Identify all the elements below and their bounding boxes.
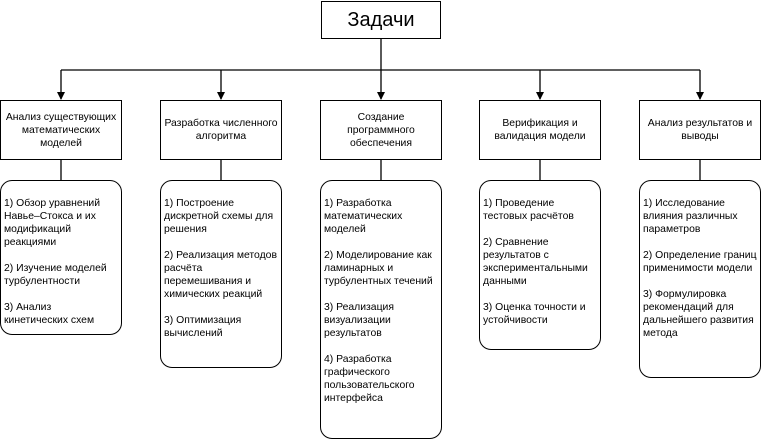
branch-1-item-3: 3) Анализ кинетических схем (4, 302, 95, 326)
branch-2-title: Разработка численного алгоритма (164, 118, 278, 142)
branch-5-header: Анализ результатов и выводы (639, 100, 761, 160)
branch-5-item-2: 2) Определение границ применимости модел… (643, 250, 757, 274)
branch-1-item-2: 2) Изучение моделей турбулентности (4, 263, 107, 287)
branch-2-header: Разработка численного алгоритма (160, 100, 282, 160)
branch-4-item-3: 3) Оценка точности и устойчивости (483, 302, 586, 326)
branch-1-details: 1) Обзор уравнений Навье–Стокса и их мод… (0, 180, 122, 335)
branch-3-item-1: 1) Разработка математических моделей (324, 198, 403, 235)
branch-2-item-1: 1) Построение дискретной схемы для решен… (164, 198, 274, 235)
branch-4-item-2: 2) Сравнение результатов с экспериментал… (483, 237, 588, 287)
branch-4-title: Верификация и валидация модели (494, 118, 586, 142)
branch-5-title: Анализ результатов и выводы (647, 118, 753, 142)
root-label: Задачи (347, 8, 415, 31)
branch-3-details: 1) Разработка математических моделей 2) … (320, 180, 442, 439)
branch-3-item-2: 2) Моделирование как ламинарных и турбул… (324, 250, 433, 287)
branch-1-item-1: 1) Обзор уравнений Навье–Стокса и их мод… (4, 198, 101, 248)
branch-5-details: 1) Исследование влияния различных параме… (639, 180, 761, 378)
branch-4-details: 1) Проведение тестовых расчётов 2) Сравн… (479, 180, 601, 350)
branch-1-header: Анализ существующих математических модел… (0, 100, 122, 160)
branch-4-item-1: 1) Проведение тестовых расчётов (483, 198, 574, 222)
branch-2-item-3: 3) Оптимизация вычислений (164, 315, 242, 339)
branch-2-details: 1) Построение дискретной схемы для решен… (160, 180, 282, 368)
branch-3-title: Создание программного обеспечения (347, 111, 415, 149)
branch-3-header: Создание программного обеспечения (320, 100, 442, 160)
branch-2-item-2: 2) Реализация методов расчёта перемешива… (164, 250, 277, 300)
root-node-tasks: Задачи (321, 1, 441, 39)
branch-5-item-1: 1) Исследование влияния различных параме… (643, 198, 738, 235)
branch-3-item-3: 3) Реализация визуализации результатов (324, 302, 394, 339)
branch-4-header: Верификация и валидация модели (479, 100, 601, 160)
branch-1-title: Анализ существующих математических модел… (5, 111, 117, 149)
branch-3-item-4: 4) Разработка графического пользовательс… (324, 354, 415, 404)
branch-5-item-3: 3) Формулировка рекомендаций для дальней… (643, 289, 754, 339)
